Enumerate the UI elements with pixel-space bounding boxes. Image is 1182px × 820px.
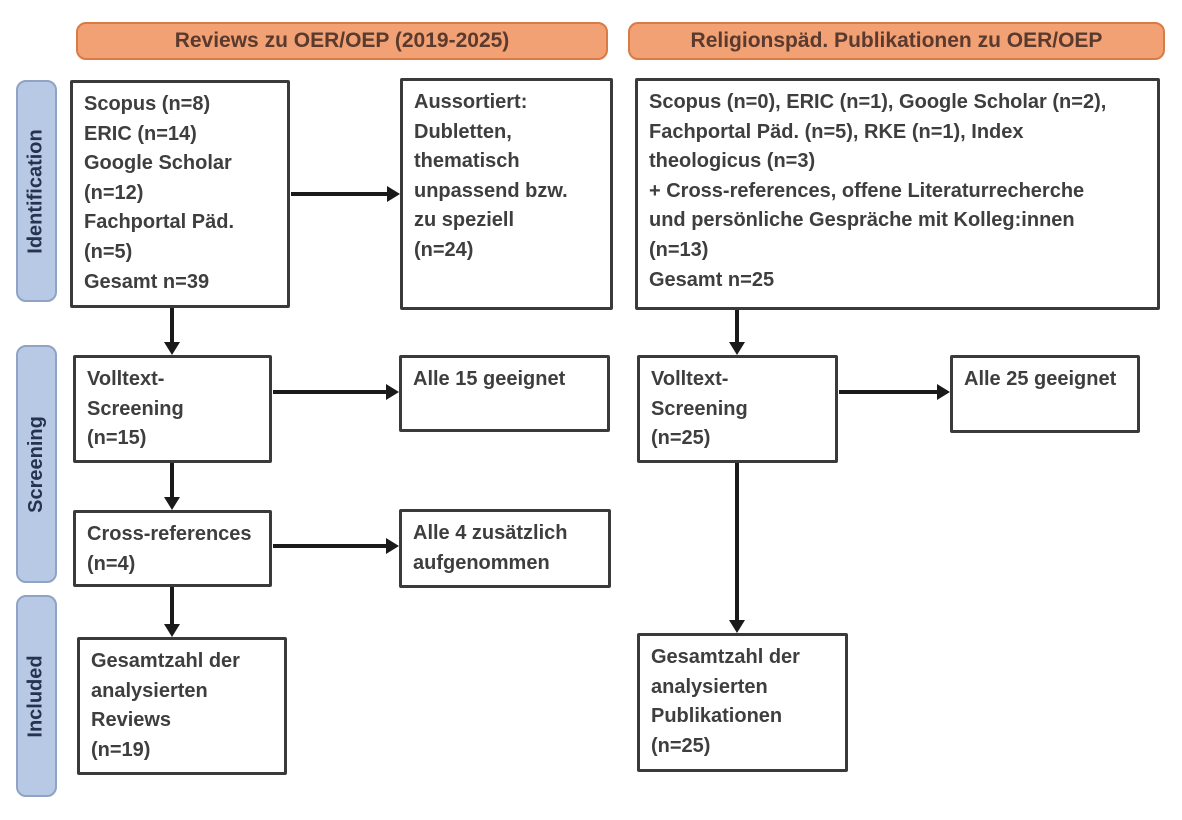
arrow-head-icon [729, 620, 745, 633]
box-left-included-total: Gesamtzahl der analysierten Reviews (n=1… [77, 637, 287, 775]
stage-screening-label: Screening [25, 415, 48, 513]
arrow-line [839, 390, 939, 394]
arrow-line [170, 463, 174, 499]
box-left-fulltext-screening: Volltext- Screening (n=15) [73, 355, 272, 463]
arrow-head-icon [164, 624, 180, 637]
arrow-line [291, 192, 389, 196]
arrow-head-icon [937, 384, 950, 400]
arrow-head-icon [386, 384, 399, 400]
arrow-left-screening-to-crossref-icon [164, 463, 180, 510]
arrow-left-screening-to-result-icon [273, 384, 399, 400]
box-left-cross-references-result: Alle 4 zusätzlich aufgenommen [399, 509, 611, 588]
arrow-head-icon [386, 538, 399, 554]
box-right-sources: Scopus (n=0), ERIC (n=1), Google Scholar… [635, 78, 1160, 310]
arrow-line [735, 463, 739, 622]
header-religionspaed: Religionspäd. Publikationen zu OER/OEP [628, 22, 1165, 60]
arrow-head-icon [729, 342, 745, 355]
stage-identification-label: Identification [25, 128, 48, 254]
arrow-line [273, 544, 388, 548]
arrow-right-sources-to-screening-icon [729, 310, 745, 355]
arrow-head-icon [164, 497, 180, 510]
arrow-line [735, 310, 739, 344]
box-right-screening-result: Alle 25 geeignet [950, 355, 1140, 433]
box-right-included-total: Gesamtzahl der analysierten Publikatione… [637, 633, 848, 772]
stage-screening: Screening [16, 345, 57, 583]
arrow-left-crossref-to-result-icon [273, 538, 399, 554]
arrow-left-sources-to-screening-icon [164, 308, 180, 355]
arrow-line [170, 308, 174, 344]
arrow-head-icon [387, 186, 400, 202]
arrow-line [273, 390, 388, 394]
box-left-screening-result: Alle 15 geeignet [399, 355, 610, 432]
box-left-sources: Scopus (n=8) ERIC (n=14) Google Scholar … [70, 80, 290, 308]
arrow-right-screening-to-result-icon [839, 384, 950, 400]
arrow-left-crossref-to-included-icon [164, 587, 180, 637]
header-reviews: Reviews zu OER/OEP (2019-2025) [76, 22, 608, 60]
box-left-cross-references: Cross-references (n=4) [73, 510, 272, 587]
box-left-excluded: Aussortiert: Dubletten, thematisch unpas… [400, 78, 613, 310]
arrow-line [170, 587, 174, 626]
arrow-left-sources-to-excluded-icon [291, 186, 400, 202]
arrow-head-icon [164, 342, 180, 355]
stage-identification: Identification [16, 80, 57, 302]
stage-included-label: Included [25, 654, 48, 738]
arrow-right-screening-to-included-icon [729, 463, 745, 633]
box-right-fulltext-screening: Volltext- Screening (n=25) [637, 355, 838, 463]
stage-included: Included [16, 595, 57, 797]
